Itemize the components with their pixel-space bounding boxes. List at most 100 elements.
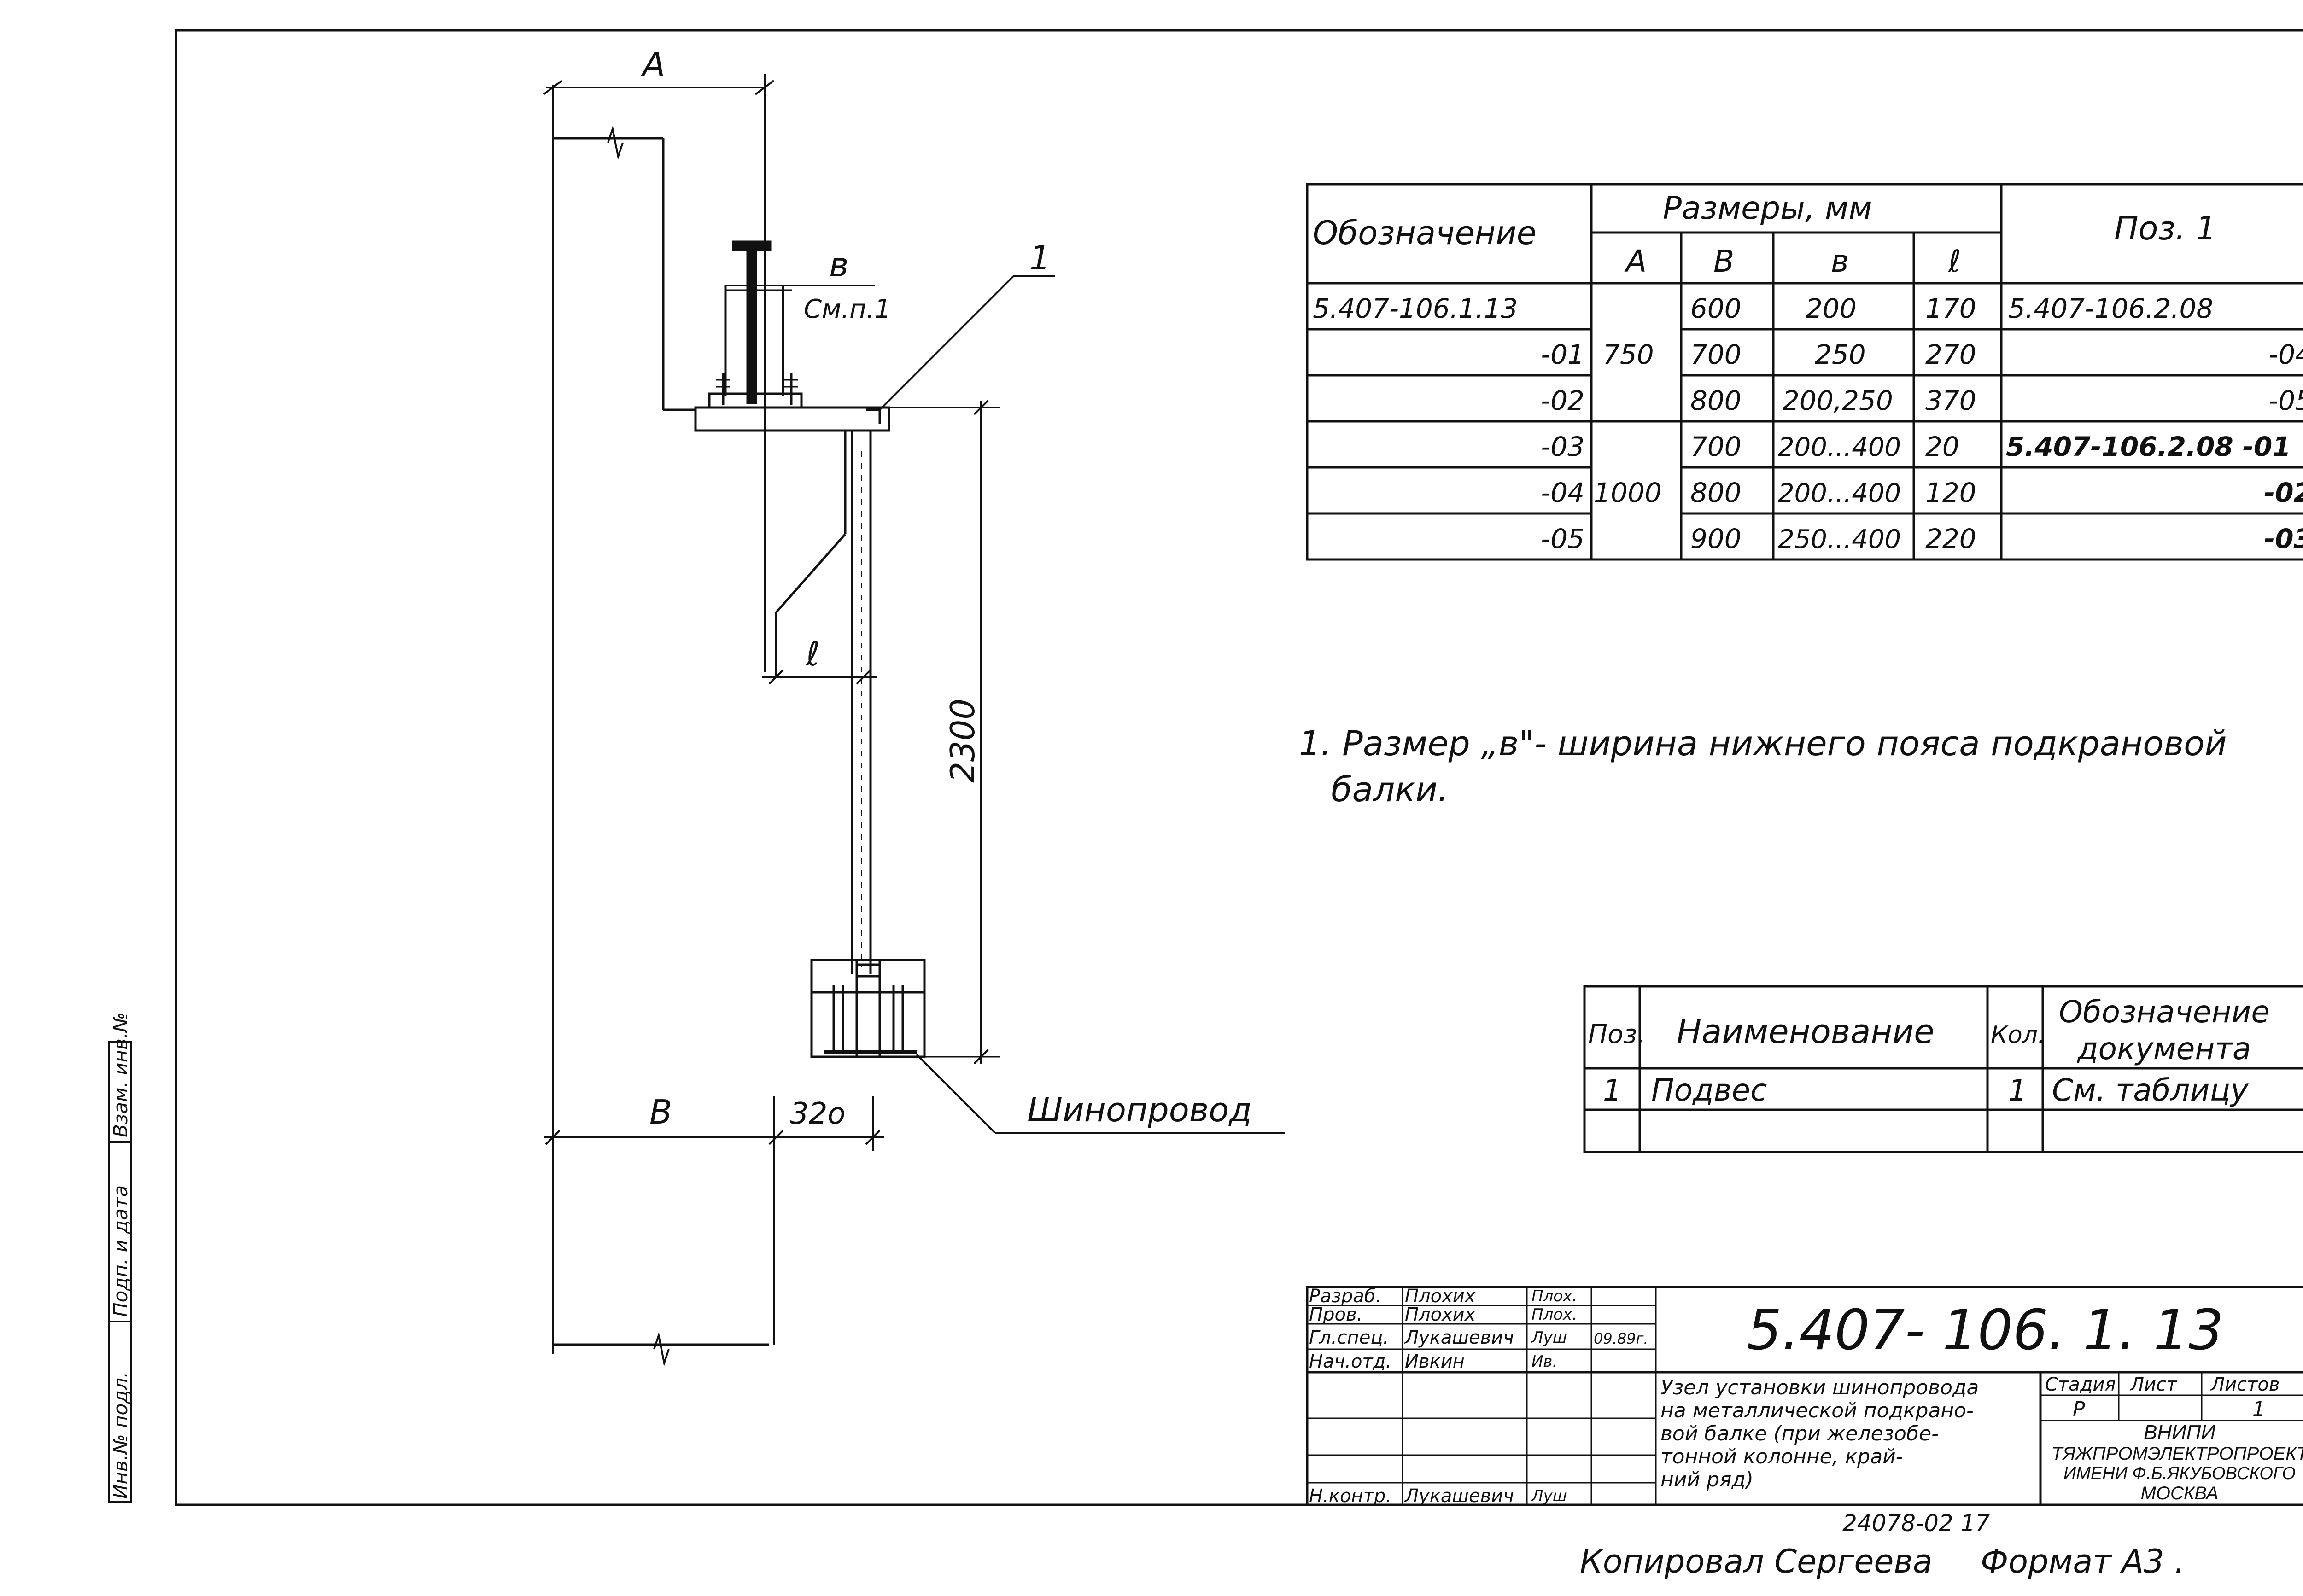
row-b: 250...400 bbox=[1778, 524, 1901, 554]
name-prov: Плохих bbox=[1405, 1304, 1476, 1325]
row-B: 800 bbox=[1690, 385, 1742, 416]
spec-row-name: Подвес bbox=[1651, 1072, 1767, 1108]
title-block bbox=[1306, 1286, 2303, 1506]
signatures: Плох. Плох. Луш Ив. Луш bbox=[1531, 1287, 1577, 1505]
th-pos1: Поз. 1 bbox=[2114, 210, 2216, 247]
sheet-frame bbox=[175, 29, 2303, 1506]
name-nkontr: Лукашевич bbox=[1404, 1485, 1514, 1507]
spec-h-doc-1: Обозначение bbox=[2059, 994, 2270, 1030]
spec-row-doc: См. таблицу bbox=[2052, 1072, 2249, 1108]
row-B: 600 bbox=[1690, 293, 1742, 324]
th-designation: Обозначение bbox=[1313, 214, 1537, 252]
stamp-inv-podl: Инв.№ подл. bbox=[109, 1372, 132, 1499]
spec-h-pos: Поз. bbox=[1588, 1019, 1645, 1049]
title-code: 5.407- 106. 1. 13 bbox=[1747, 1299, 2224, 1363]
org-line-2: ТЯЖПРОМЭЛЕКТРОПРОЕКТ bbox=[2052, 1444, 2303, 1464]
sheets-label: Листов bbox=[2210, 1374, 2280, 1395]
archive-number: 24078-02 17 bbox=[1842, 1510, 1990, 1537]
row-pos: -02 bbox=[2264, 477, 2303, 508]
title-line-1: Узел установки шинопровода bbox=[1660, 1376, 1979, 1399]
row-B: 700 bbox=[1690, 431, 1742, 462]
dim-2300-label: 2300 bbox=[943, 699, 982, 783]
dim-320-label: 32о bbox=[790, 1097, 846, 1131]
title-line-2: на металлической подкрано- bbox=[1660, 1399, 1974, 1422]
row-l: 270 bbox=[1925, 339, 1976, 370]
row-code: -02 bbox=[1541, 385, 1584, 416]
row-pos: -03 bbox=[2264, 523, 2303, 554]
signature: Плох. bbox=[1531, 1287, 1577, 1305]
spec-h-qty: Кол. bbox=[1991, 1021, 2046, 1049]
stage-value: Р bbox=[2073, 1398, 2085, 1421]
signature: Ив. bbox=[1531, 1352, 1557, 1371]
row-B: 900 bbox=[1690, 523, 1742, 554]
role-razrab: Разраб. bbox=[1309, 1286, 1381, 1307]
stage-label: Стадия bbox=[2045, 1374, 2116, 1395]
dim-A-label: A bbox=[641, 45, 665, 84]
side-stamp bbox=[108, 1041, 132, 1503]
th-col-B: B bbox=[1713, 244, 1734, 279]
row-l: 120 bbox=[1925, 477, 1976, 508]
note-line-2: балки. bbox=[1331, 770, 1449, 810]
copied-by: Копировал Сергеева bbox=[1580, 1543, 1933, 1580]
sign-date: 09.89г. bbox=[1594, 1330, 1648, 1347]
spec-row-qty: 1 bbox=[2008, 1074, 2027, 1108]
sizes-table bbox=[1306, 183, 2303, 561]
row-B: 700 bbox=[1690, 339, 1742, 370]
stamp-vzam-inv: Взам. инв.№ bbox=[109, 1012, 132, 1137]
row-pos: -04 bbox=[2268, 339, 2303, 370]
title-line-4: тонной колонне, край- bbox=[1660, 1445, 1903, 1468]
busbar-label: Шинопровод bbox=[1027, 1090, 1252, 1129]
signature: Луш bbox=[1531, 1487, 1567, 1505]
title-line-3: вой балке (при железобе- bbox=[1660, 1422, 1939, 1445]
signature: Плох. bbox=[1531, 1305, 1577, 1324]
row-b: 200...400 bbox=[1778, 478, 1901, 508]
row-b: 200,250 bbox=[1783, 385, 1893, 416]
row-pos: 5.407-106.2.08 bbox=[2008, 293, 2213, 324]
sheets-value: 1 bbox=[2252, 1398, 2265, 1421]
note-ref-label: См.п.1 bbox=[804, 294, 891, 324]
row-A: 1000 bbox=[1594, 477, 1662, 508]
org-line-1: ВНИПИ bbox=[2144, 1421, 2215, 1444]
org-line-4: МОСКВА bbox=[2141, 1483, 2219, 1503]
hanger-drawing bbox=[543, 74, 1285, 1367]
row-A: 750 bbox=[1603, 339, 1654, 370]
role-nkontr: Н.контр. bbox=[1309, 1485, 1391, 1507]
dim-B-label: B bbox=[649, 1093, 672, 1131]
th-col-A: A bbox=[1624, 244, 1647, 279]
th-col-b: в bbox=[1831, 244, 1849, 279]
dim-b-label: в bbox=[829, 245, 848, 284]
name-glspec: Лукашевич bbox=[1404, 1327, 1514, 1348]
pos-marker-label: 1 bbox=[1029, 239, 1051, 277]
role-glspec: Гл.спец. bbox=[1309, 1327, 1389, 1348]
row-l: 370 bbox=[1925, 385, 1976, 416]
sheet-label: Лист bbox=[2129, 1374, 2178, 1395]
org-line-3: ИМЕНИ Ф.Б.ЯКУБОВСКОГО bbox=[2063, 1464, 2296, 1483]
row-code: -05 bbox=[1541, 523, 1584, 554]
row-b: 250 bbox=[1815, 339, 1866, 370]
row-code: -01 bbox=[1541, 339, 1584, 370]
row-b: 200 bbox=[1806, 293, 1857, 324]
row-l: 20 bbox=[1925, 431, 1959, 462]
row-l: 220 bbox=[1925, 523, 1976, 554]
name-razrab: Плохих bbox=[1405, 1286, 1476, 1307]
dim-l-label: ℓ bbox=[805, 635, 820, 673]
signature: Луш bbox=[1531, 1328, 1567, 1347]
th-col-l: ℓ bbox=[1948, 244, 1961, 279]
note-line-1: 1. Размер „в"- ширина нижнего пояса подк… bbox=[1299, 724, 2227, 763]
stamp-podp-data: Подп. и дата bbox=[109, 1185, 132, 1317]
spec-table bbox=[1583, 985, 2303, 1153]
title-line-5: ний ряд) bbox=[1660, 1468, 1754, 1491]
spec-h-name: Наименование bbox=[1677, 1012, 1935, 1051]
th-sizes: Размеры, мм bbox=[1663, 190, 1872, 227]
row-b: 200...400 bbox=[1778, 432, 1901, 462]
row-pos: 5.407-106.2.08 -01 bbox=[2006, 431, 2291, 462]
row-code: -04 bbox=[1541, 477, 1584, 508]
role-prov: Пров. bbox=[1309, 1304, 1362, 1325]
spec-h-doc-2: документа bbox=[2077, 1031, 2251, 1066]
spec-row-pos: 1 bbox=[1603, 1074, 1622, 1108]
row-code: -03 bbox=[1541, 431, 1584, 462]
row-l: 170 bbox=[1925, 293, 1976, 324]
sheet-format: Формат А3 . bbox=[1981, 1543, 2185, 1580]
row-code: 5.407-106.1.13 bbox=[1313, 293, 1518, 324]
